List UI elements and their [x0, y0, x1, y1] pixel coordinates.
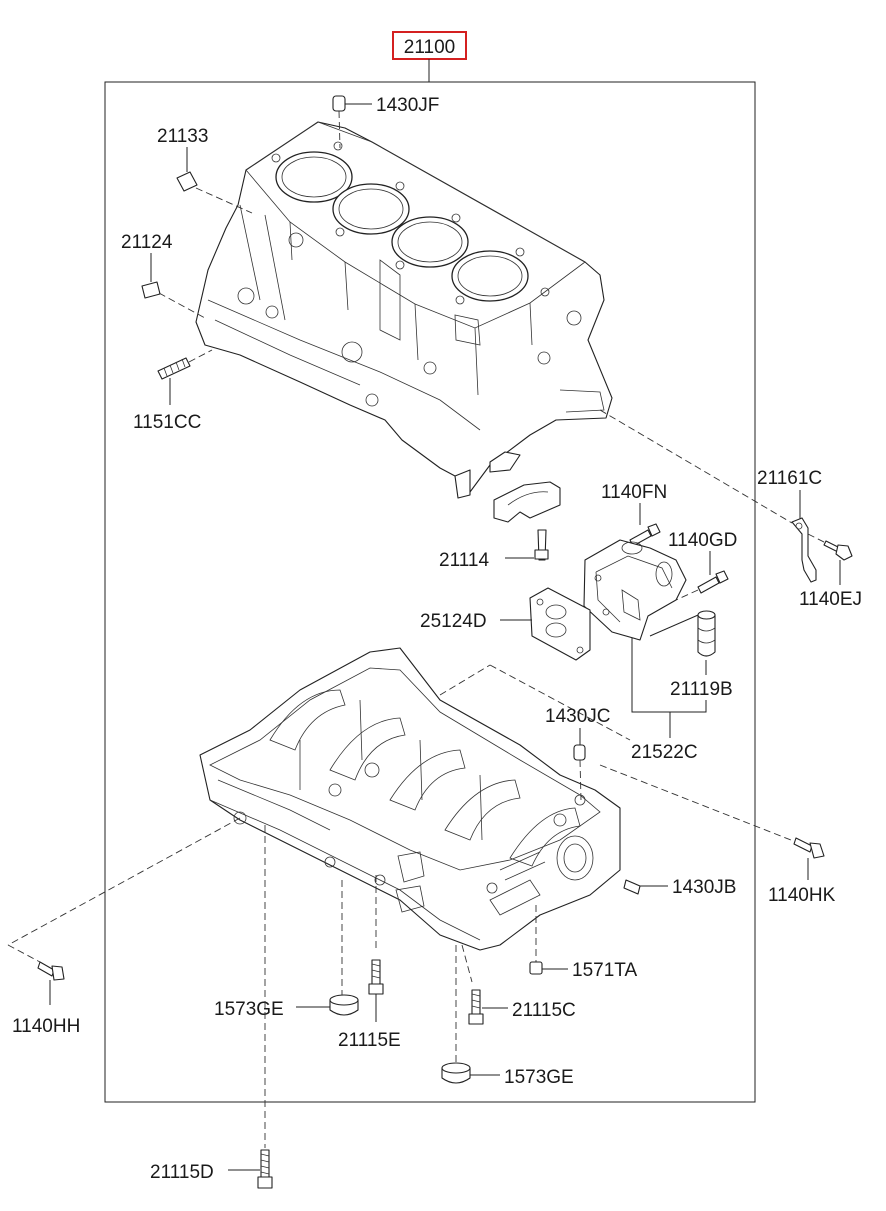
main-bearing-cap[interactable]	[493, 481, 561, 523]
assembly-frame	[104, 81, 756, 1103]
part-1140GD[interactable]: 1140GD	[668, 530, 737, 601]
svg-text:1430JB: 1430JB	[672, 877, 736, 898]
part-21133[interactable]: 21133	[157, 126, 253, 214]
svg-text:21161C: 21161C	[757, 468, 822, 489]
part-25124D[interactable]: 25124D	[420, 587, 591, 661]
lower-crankcase[interactable]	[199, 647, 621, 951]
dowel-pin-icon	[573, 744, 586, 761]
oil-filter-housing[interactable]	[583, 539, 706, 641]
svg-text:1430JF: 1430JF	[376, 95, 439, 116]
part-1573GE-left[interactable]: 1573GE	[214, 880, 359, 1020]
part-21115D[interactable]: 21115D	[150, 825, 273, 1189]
svg-text:21115D: 21115D	[150, 1162, 214, 1183]
svg-text:1571TA: 1571TA	[572, 960, 637, 981]
part-21115C[interactable]: 21115C	[461, 944, 576, 1025]
svg-text:1140HK: 1140HK	[768, 885, 836, 906]
part-1140HH[interactable]: 1140HH	[7, 817, 241, 1037]
dowel-pin-icon	[332, 95, 346, 112]
part-1151CC[interactable]: 1151CC	[133, 349, 213, 433]
svg-text:1151CC: 1151CC	[133, 412, 201, 433]
svg-text:1140GD: 1140GD	[668, 530, 737, 551]
svg-text:21114: 21114	[439, 550, 489, 571]
bolt-icon	[371, 959, 381, 986]
assembly-callout[interactable]: 21100	[392, 31, 467, 82]
cylinder-bore-4	[451, 250, 529, 302]
part-21522C[interactable]: 21522C	[631, 638, 707, 763]
bracket-icon	[791, 517, 817, 583]
bolt-icon	[697, 576, 720, 594]
svg-text:1140EJ: 1140EJ	[799, 589, 862, 610]
svg-text:21124: 21124	[121, 232, 173, 253]
part-1430JF[interactable]: 1430JF	[332, 95, 439, 149]
svg-text:21522C: 21522C	[631, 742, 698, 763]
svg-text:21133: 21133	[157, 126, 208, 147]
part-21161C[interactable]: 21161C	[599, 409, 822, 583]
dowel-pin-icon	[623, 879, 641, 895]
svg-text:1573GE: 1573GE	[504, 1067, 574, 1088]
svg-text:25124D: 25124D	[420, 611, 487, 632]
part-21124[interactable]: 21124	[121, 232, 206, 319]
part-21115E[interactable]: 21115E	[338, 875, 401, 1051]
part-1571TA[interactable]: 1571TA	[529, 905, 637, 981]
bolt-icon	[471, 989, 481, 1016]
plug-icon	[176, 171, 198, 192]
svg-text:1430JC: 1430JC	[545, 706, 611, 727]
gasket-icon	[529, 587, 591, 661]
svg-text:1140FN: 1140FN	[601, 482, 667, 503]
plug-icon	[529, 961, 543, 975]
bolt-icon	[793, 837, 813, 853]
svg-text:1140HH: 1140HH	[12, 1016, 80, 1037]
filter-element-icon	[697, 614, 716, 657]
part-1430JB[interactable]: 1430JB	[623, 877, 736, 898]
bolt-icon	[37, 961, 55, 977]
svg-text:21115E: 21115E	[338, 1030, 401, 1051]
cylinder-block[interactable]	[195, 121, 613, 499]
cylinder-bore-2	[332, 183, 410, 235]
cylinder-bore-3	[391, 216, 469, 268]
part-1430JC[interactable]: 1430JC	[545, 706, 611, 801]
svg-text:21119B: 21119B	[670, 679, 733, 700]
cylinder-bore-1	[275, 151, 353, 203]
part-1140HK[interactable]: 1140HK	[599, 764, 836, 906]
pin-icon	[141, 281, 161, 299]
svg-text:1573GE: 1573GE	[214, 999, 284, 1020]
part-1573GE-bottom[interactable]: 1573GE	[441, 945, 574, 1088]
part-1140EJ[interactable]: 1140EJ	[799, 533, 862, 610]
stud-icon	[157, 357, 191, 380]
part-21119B[interactable]: 21119B	[670, 610, 733, 700]
svg-text:21115C: 21115C	[512, 1000, 576, 1021]
part-21114[interactable]: 21114	[439, 529, 549, 571]
assembly-number: 21100	[404, 37, 455, 58]
